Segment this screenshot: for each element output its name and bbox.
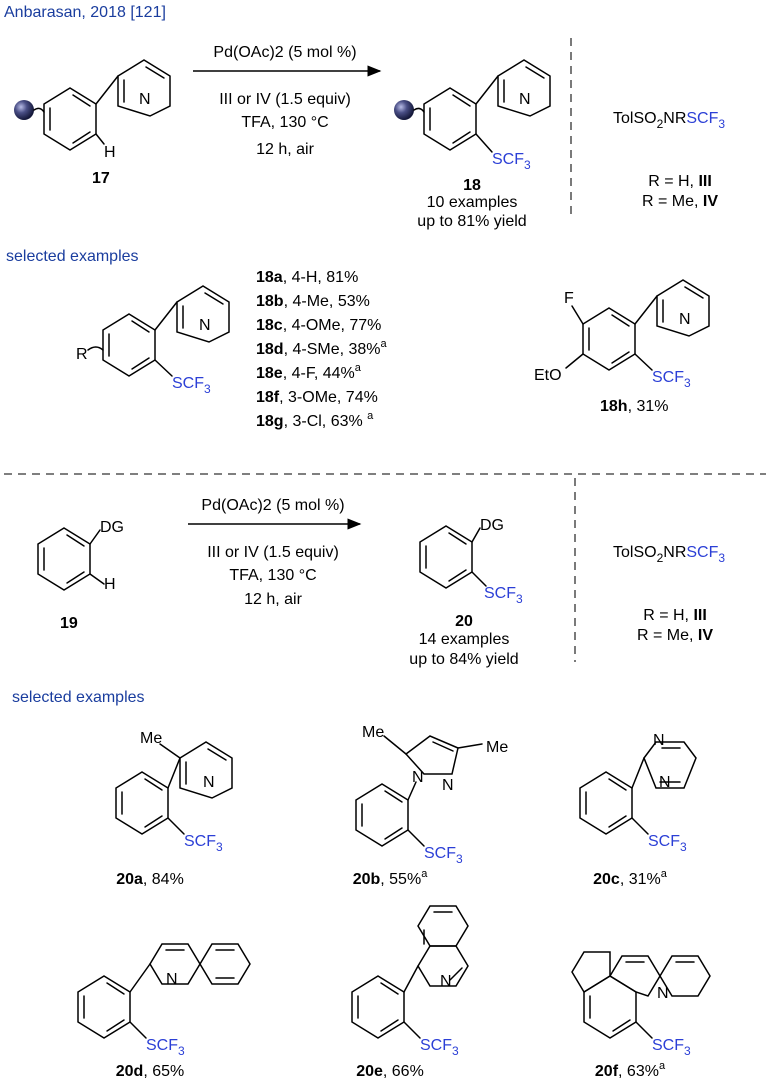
sm-17-label: 17 bbox=[92, 170, 110, 187]
atom-n: N bbox=[657, 985, 669, 1002]
product-20-structure bbox=[419, 525, 487, 589]
compound-20e-structure bbox=[351, 905, 469, 1039]
examples-count-2: 14 examples bbox=[419, 631, 510, 648]
max-yield-2: up to 84% yield bbox=[409, 651, 518, 668]
atom-h: H bbox=[104, 576, 116, 593]
r-me-line-1: R = Me, IV bbox=[642, 193, 718, 210]
scf3-label: SCF3 bbox=[420, 1037, 459, 1058]
atom-n: N bbox=[653, 732, 665, 749]
selected-examples-heading-2: selected examples bbox=[12, 689, 145, 706]
compound-20b-structure bbox=[355, 735, 483, 847]
citation-heading: Anbarasan, 2018 [121] bbox=[4, 4, 166, 21]
atom-n: N bbox=[412, 769, 424, 786]
generic-18-structure bbox=[87, 285, 230, 377]
product-18-structure bbox=[394, 59, 551, 153]
atom-n: N bbox=[203, 774, 215, 791]
caption-20f: 20f, 63%a bbox=[595, 1060, 666, 1080]
atom-me: Me bbox=[362, 724, 384, 741]
r-me-line-2: R = Me, IV bbox=[637, 627, 713, 644]
scf3-label: SCF3 bbox=[172, 375, 211, 396]
caption-20e: 20e, 66% bbox=[356, 1063, 424, 1080]
product-20-label: 20 bbox=[455, 613, 473, 630]
caption-20d: 20d, 65% bbox=[116, 1063, 185, 1080]
reagent-line-1: III or IV (1.5 equiv) bbox=[219, 91, 351, 108]
atom-r: R bbox=[76, 346, 88, 363]
r-h-line-2: R = H, III bbox=[643, 607, 707, 624]
scf3-label: SCF3 bbox=[484, 585, 523, 606]
max-yield-1: up to 81% yield bbox=[417, 213, 526, 230]
reagent-formula-1: TolSO2NRSCF3 bbox=[613, 110, 725, 131]
atom-dg: DG bbox=[100, 519, 124, 536]
caption-20b: 20b, 55%a bbox=[353, 868, 429, 888]
sm-19-structure bbox=[37, 527, 105, 591]
scf3-label: SCF3 bbox=[492, 151, 531, 172]
atom-n: N bbox=[519, 91, 531, 108]
examples-list-18: 18a, 4-H, 81% 18b, 4-Me, 53% 18c, 4-OMe,… bbox=[256, 269, 388, 430]
sm-17-structure bbox=[14, 59, 171, 151]
caption-20c: 20c, 31%a bbox=[593, 868, 668, 888]
solid-support-bead-icon bbox=[394, 100, 414, 120]
scf3-label: SCF3 bbox=[652, 1037, 691, 1058]
time-atm-1: 12 h, air bbox=[256, 141, 314, 158]
r-h-line-1: R = H, III bbox=[648, 173, 712, 190]
atom-me: Me bbox=[486, 739, 508, 756]
solid-support-bead-icon bbox=[14, 100, 34, 120]
scf3-label: SCF3 bbox=[184, 833, 223, 854]
caption-18h: 18h, 31% bbox=[600, 398, 669, 415]
list-item-18g: 18g, 3-Cl, 63% a bbox=[256, 410, 374, 430]
atom-me: Me bbox=[140, 730, 162, 747]
atom-n: N bbox=[440, 973, 452, 990]
compound-20d-structure bbox=[77, 943, 251, 1039]
atom-h: H bbox=[104, 144, 116, 161]
examples-count-1: 10 examples bbox=[427, 194, 518, 211]
list-item-18e: 18e, 4-F, 44%a bbox=[256, 362, 362, 382]
sm-19-label: 19 bbox=[60, 615, 78, 632]
compound-20a-structure bbox=[115, 741, 233, 835]
compound-20f-structure bbox=[571, 951, 711, 1039]
acid-temp-1: TFA, 130 °C bbox=[241, 114, 328, 131]
list-item-18f: 18f, 3-OMe, 74% bbox=[256, 389, 378, 406]
atom-eto: EtO bbox=[534, 367, 562, 384]
list-item-18b: 18b, 4-Me, 53% bbox=[256, 293, 370, 310]
atom-f: F bbox=[564, 290, 574, 307]
caption-20a: 20a, 84% bbox=[116, 871, 184, 888]
time-atm-2: 12 h, air bbox=[244, 591, 302, 608]
scf3-label: SCF3 bbox=[146, 1037, 185, 1058]
scf3-label: SCF3 bbox=[424, 845, 463, 866]
atom-n: N bbox=[659, 774, 671, 791]
product-18-label: 18 bbox=[463, 177, 481, 194]
scf3-label: SCF3 bbox=[652, 369, 691, 390]
atom-n: N bbox=[442, 777, 454, 794]
list-item-18d: 18d, 4-SMe, 38%a bbox=[256, 338, 388, 358]
catalyst-1: Pd(OAc)2 (5 mol %) bbox=[213, 44, 356, 61]
atom-n: N bbox=[166, 971, 178, 988]
selected-examples-heading-1: selected examples bbox=[6, 248, 139, 265]
atom-dg: DG bbox=[480, 517, 504, 534]
reagent-line-2: III or IV (1.5 equiv) bbox=[207, 544, 339, 561]
compound-18h-structure bbox=[565, 279, 710, 371]
atom-n: N bbox=[679, 311, 691, 328]
compound-20c-structure bbox=[579, 741, 697, 835]
acid-temp-2: TFA, 130 °C bbox=[229, 567, 316, 584]
reagent-formula-2: TolSO2NRSCF3 bbox=[613, 544, 725, 565]
atom-n: N bbox=[199, 317, 211, 334]
list-item-18a: 18a, 4-H, 81% bbox=[256, 269, 358, 286]
catalyst-2: Pd(OAc)2 (5 mol %) bbox=[201, 497, 344, 514]
scf3-label: SCF3 bbox=[648, 833, 687, 854]
atom-n: N bbox=[139, 91, 151, 108]
list-item-18c: 18c, 4-OMe, 77% bbox=[256, 317, 381, 334]
